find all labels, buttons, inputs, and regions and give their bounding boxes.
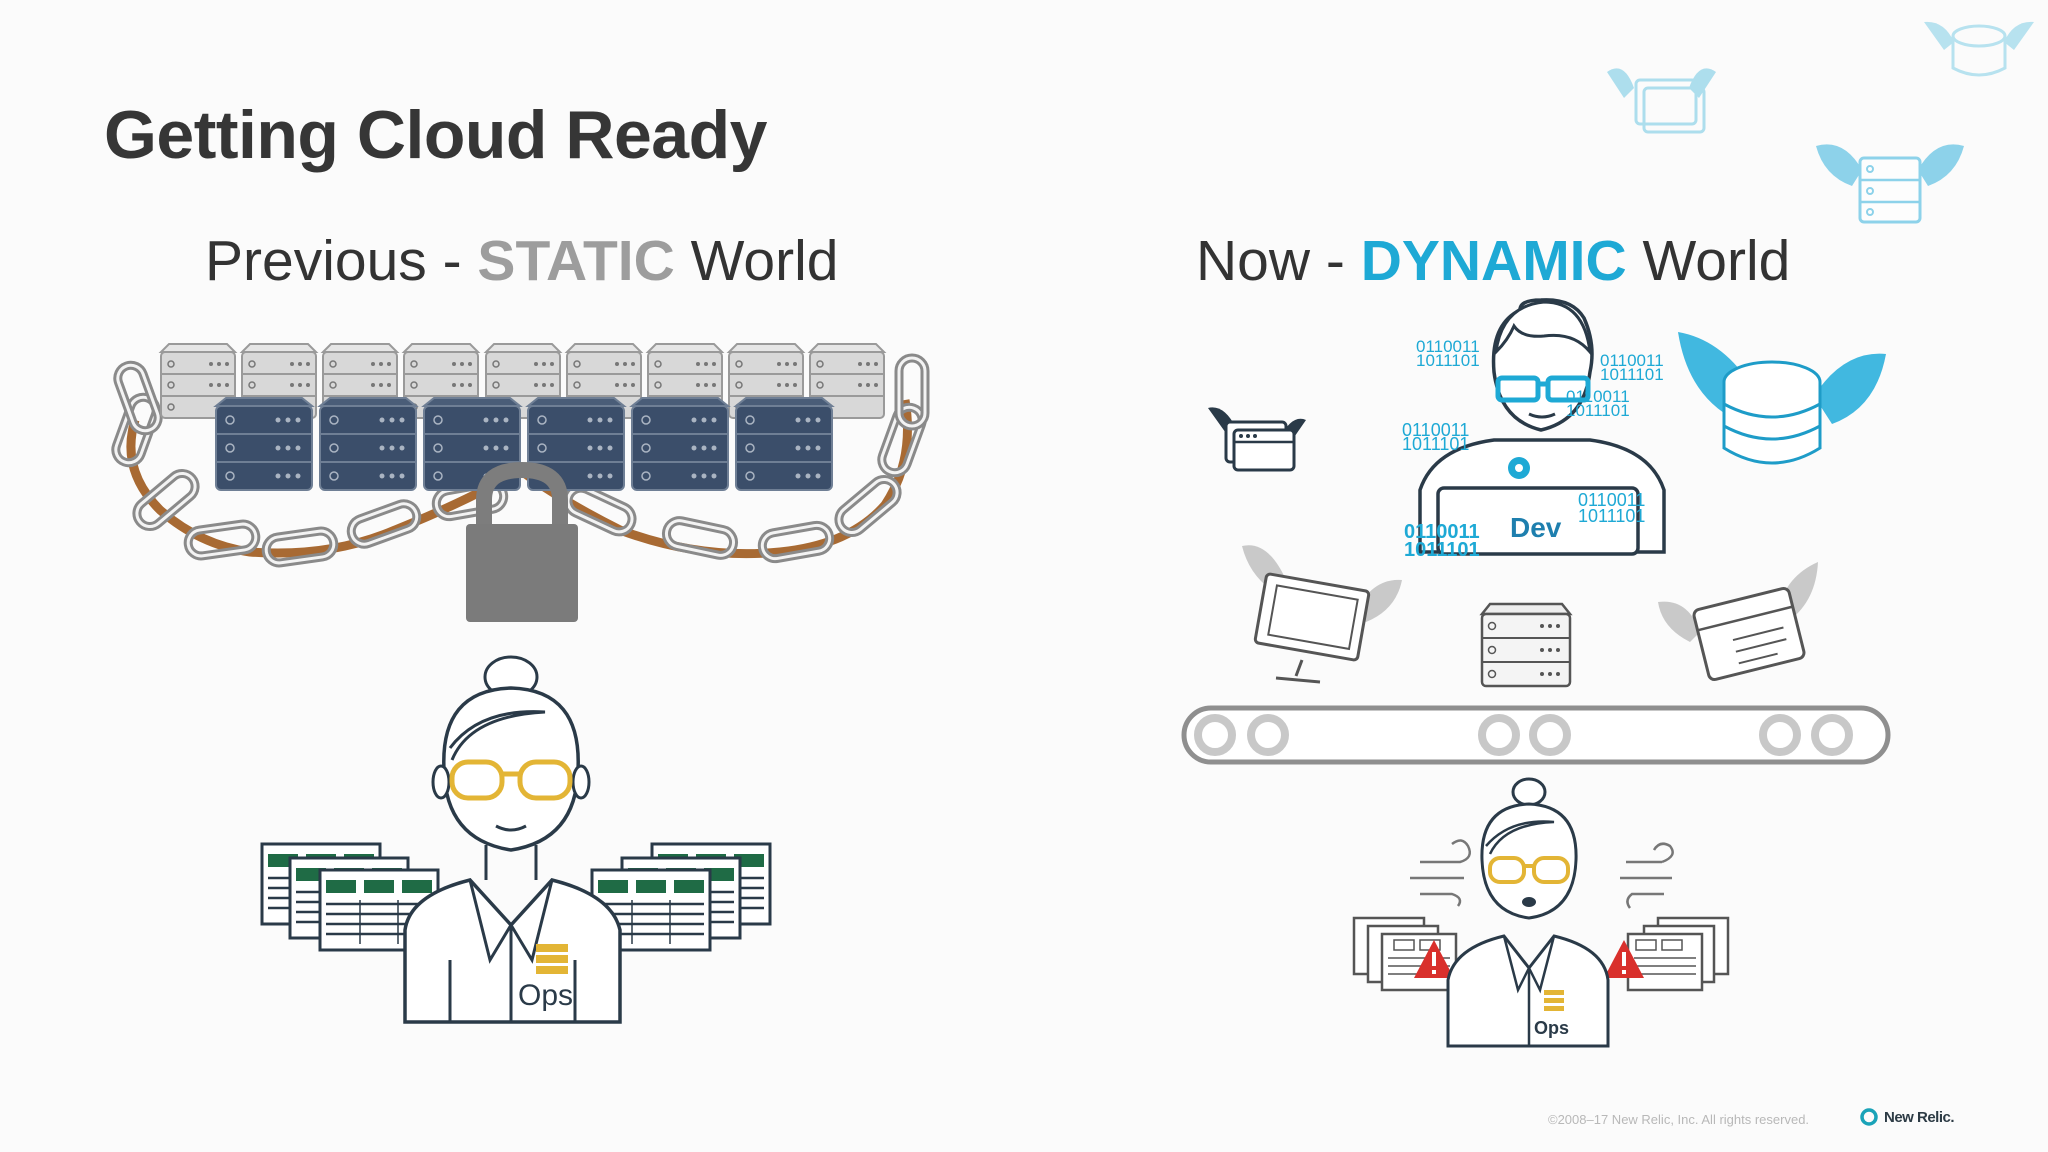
- flying-server-list-icon: [1816, 144, 1964, 224]
- binary-text: 1011101: [1416, 351, 1480, 370]
- laptop-icon: [1436, 486, 1640, 556]
- dynamic-world-heading: Now - DYNAMIC World: [1196, 228, 1790, 294]
- static-heading-emphasis: STATIC: [477, 229, 675, 293]
- flying-browser-window-icon: [1658, 562, 1818, 682]
- dynamic-world-illustration: Dev 0110011 1011101 0110011 1011101 0110…: [1181, 21, 2034, 1048]
- binary-text: 0110011: [1578, 490, 1645, 510]
- dynamic-heading-suffix: World: [1626, 229, 1791, 293]
- server-icon: [215, 397, 313, 491]
- static-world-heading: Previous - STATIC World: [205, 228, 838, 294]
- binary-text: 1011101: [1578, 506, 1645, 526]
- dev-person-illustration: Dev: [1418, 298, 1666, 556]
- dynamic-heading-prefix: Now -: [1196, 229, 1361, 293]
- server-icon: [319, 397, 417, 491]
- binary-text: 0110011: [1600, 351, 1664, 370]
- glasses-icon: [1495, 375, 1591, 403]
- flying-database-icon: [1678, 332, 1886, 465]
- new-relic-logo-text: New Relic.: [1884, 1108, 1955, 1126]
- glasses-icon: [1488, 856, 1570, 884]
- ops-person-illustration: Ops: [260, 655, 772, 1024]
- binary-text: 1011101: [1404, 539, 1480, 561]
- glasses-icon: [449, 759, 573, 801]
- ops-badge-icon: [536, 944, 568, 974]
- ops-label: Ops: [1534, 1018, 1569, 1038]
- warning-icon: [1604, 940, 1644, 978]
- new-relic-logo-icon: [1860, 1108, 1878, 1126]
- binary-code-decoration: 0110011 1011101 0110011 1011101 0110011 …: [1402, 337, 1664, 561]
- static-world-illustration: Ops: [0, 343, 1024, 1024]
- binary-text: 1011101: [1600, 365, 1664, 384]
- flying-browser-icon-faint: [1607, 68, 1716, 134]
- new-relic-logo: New Relic.: [1860, 1108, 1955, 1126]
- dynamic-heading-emphasis: DYNAMIC: [1360, 229, 1627, 293]
- stressed-ops-person-illustration: Ops: [1352, 777, 1730, 1048]
- slide-title: Getting Cloud Ready: [104, 97, 767, 173]
- flying-monitor-icon: [1242, 545, 1402, 684]
- warning-icon: [1414, 940, 1454, 978]
- server-icon: [631, 397, 729, 491]
- static-heading-suffix: World: [674, 229, 839, 293]
- binary-text: 0110011: [1566, 387, 1630, 406]
- alert-spreadsheet-right: [1604, 916, 1730, 992]
- ops-badge-icon: [1544, 990, 1564, 1011]
- gear-icon: [1508, 457, 1530, 479]
- server-icon: [735, 397, 833, 491]
- dev-label: Dev: [1510, 512, 1562, 543]
- server-icon: [1479, 602, 1573, 688]
- binary-text: 1011101: [1402, 434, 1469, 454]
- binary-text: 0110011: [1404, 521, 1480, 543]
- ops-label: Ops: [518, 979, 573, 1012]
- padlock-icon: [466, 461, 578, 622]
- steam-icon: [1410, 839, 1674, 909]
- binary-text: 1011101: [1566, 401, 1630, 420]
- static-heading-prefix: Previous -: [205, 229, 478, 293]
- flying-database-icon-faint: [1924, 21, 2034, 77]
- binary-text: 0110011: [1416, 337, 1480, 356]
- alert-spreadsheet-left: [1352, 916, 1458, 992]
- binary-text: 0110011: [1402, 420, 1469, 440]
- conveyor-belt-icon: [1181, 705, 1891, 765]
- copyright-text: ©2008–17 New Relic, Inc. All rights rese…: [1548, 1112, 1810, 1127]
- flying-browser-icon: [1208, 407, 1306, 472]
